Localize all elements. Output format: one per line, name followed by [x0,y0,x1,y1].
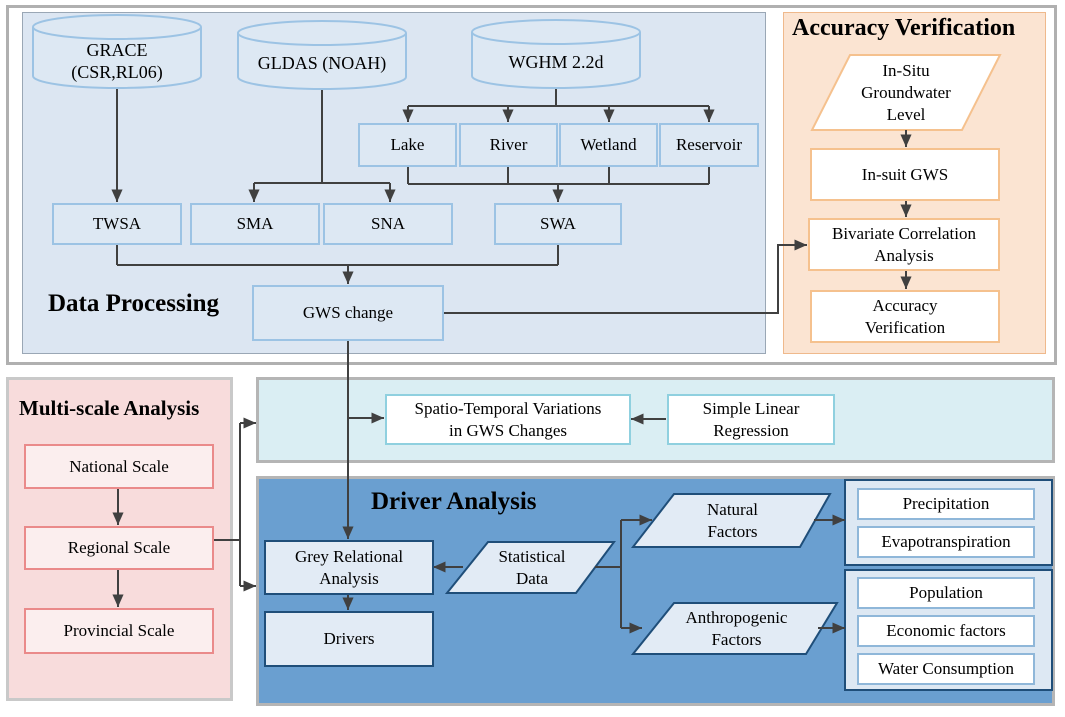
reservoir-box: Reservoir [659,123,759,167]
accuracy-verification-title: Accuracy Verification [792,15,1016,41]
simple-linear-regression-box: Simple Linear Regression [667,394,835,445]
water-consumption-box: Water Consumption [857,653,1035,685]
sma-box: SMA [190,203,320,245]
twsa-box: TWSA [52,203,182,245]
economic-factors-box: Economic factors [857,615,1035,647]
natural-line1: Natural [707,500,758,519]
statistical-data-parallelogram [444,541,616,594]
gws-flow-connectors [342,341,666,539]
natural-line2: Factors [707,522,758,541]
spatiotemporal-variations-box: Spatio-Temporal Variations in GWS Change… [385,394,631,445]
regional-scale-box: Regional Scale [24,526,214,570]
statistical-line2: Data [515,569,549,588]
bivariate-line1: Bivariate Correlation [832,223,976,243]
driver-analysis-title: Driver Analysis [371,488,537,515]
in-situ-line2: Groundwater [861,83,951,102]
wetland-box: Wetland [559,123,658,167]
statistical-data-label: Statistical Data [470,543,594,593]
wghm-cylinder-icon [471,19,641,89]
in-situ-parallelogram [810,54,1002,131]
accuracy-verification-box: Accuracy Verification [810,290,1000,343]
bivariate-line2: Analysis [874,245,934,265]
precipitation-box: Precipitation [857,488,1035,520]
top-frame [6,5,1057,365]
anthropogenic-line1: Anthropogenic [685,608,788,627]
provincial-scale-box: Provincial Scale [24,608,214,654]
gws-change-box: GWS change [252,285,444,341]
river-box: River [459,123,558,167]
regression-line1: Simple Linear [702,398,800,418]
grey-line1: Grey Relational [294,546,404,566]
multi-scale-title: Multi-scale Analysis [19,396,200,420]
data-processing-title: Data Processing [48,290,220,317]
anthropogenic-factors-label: Anthropogenic Factors [655,605,818,653]
grace-label-line1: GRACE [86,40,148,60]
grace-cylinder-icon [32,14,202,89]
in-suit-gws-box: In-suit GWS [810,148,1000,201]
lake-box: Lake [358,123,457,167]
grace-label: GRACE (CSR,RL06) [33,38,201,84]
natural-factors-label: Natural Factors [655,496,810,546]
wghm-label: WGHM 2.2d [508,52,604,72]
driver-connectors [342,514,845,634]
population-box: Population [857,577,1035,609]
bivariate-correlation-box: Bivariate Correlation Analysis [808,218,1000,271]
national-scale-box: National Scale [24,444,214,489]
gldas-cylinder-icon [237,20,407,90]
grey-line2: Analysis [319,568,379,588]
statistical-line1: Statistical [498,547,566,566]
grey-relational-box: Grey Relational Analysis [264,540,434,595]
accuracy-line1: Accuracy [872,295,938,315]
natural-factors-parallelogram [630,493,832,548]
gldas-label: GLDAS (NOAH) [257,53,387,73]
regression-line2: Regression [713,420,789,440]
grace-label-line2: (CSR,RL06) [71,62,163,82]
accuracy-line2: Verification [864,317,946,337]
anthropogenic-factors-parallelogram [630,602,839,655]
multi-scale-connectors [112,417,256,607]
in-situ-line1: In-Situ [882,61,930,80]
in-situ-line3: Level [886,105,926,124]
variations-line2: in GWS Changes [448,420,568,440]
anthropogenic-line2: Factors [711,630,762,649]
swa-box: SWA [494,203,622,245]
variations-line1: Spatio-Temporal Variations [414,398,602,418]
data-processing-connectors [111,89,807,314]
in-situ-label: In-Situ Groundwater Level [830,57,982,129]
drivers-box: Drivers [264,611,434,667]
evapotranspiration-box: Evapotranspiration [857,526,1035,558]
sna-box: SNA [323,203,453,245]
